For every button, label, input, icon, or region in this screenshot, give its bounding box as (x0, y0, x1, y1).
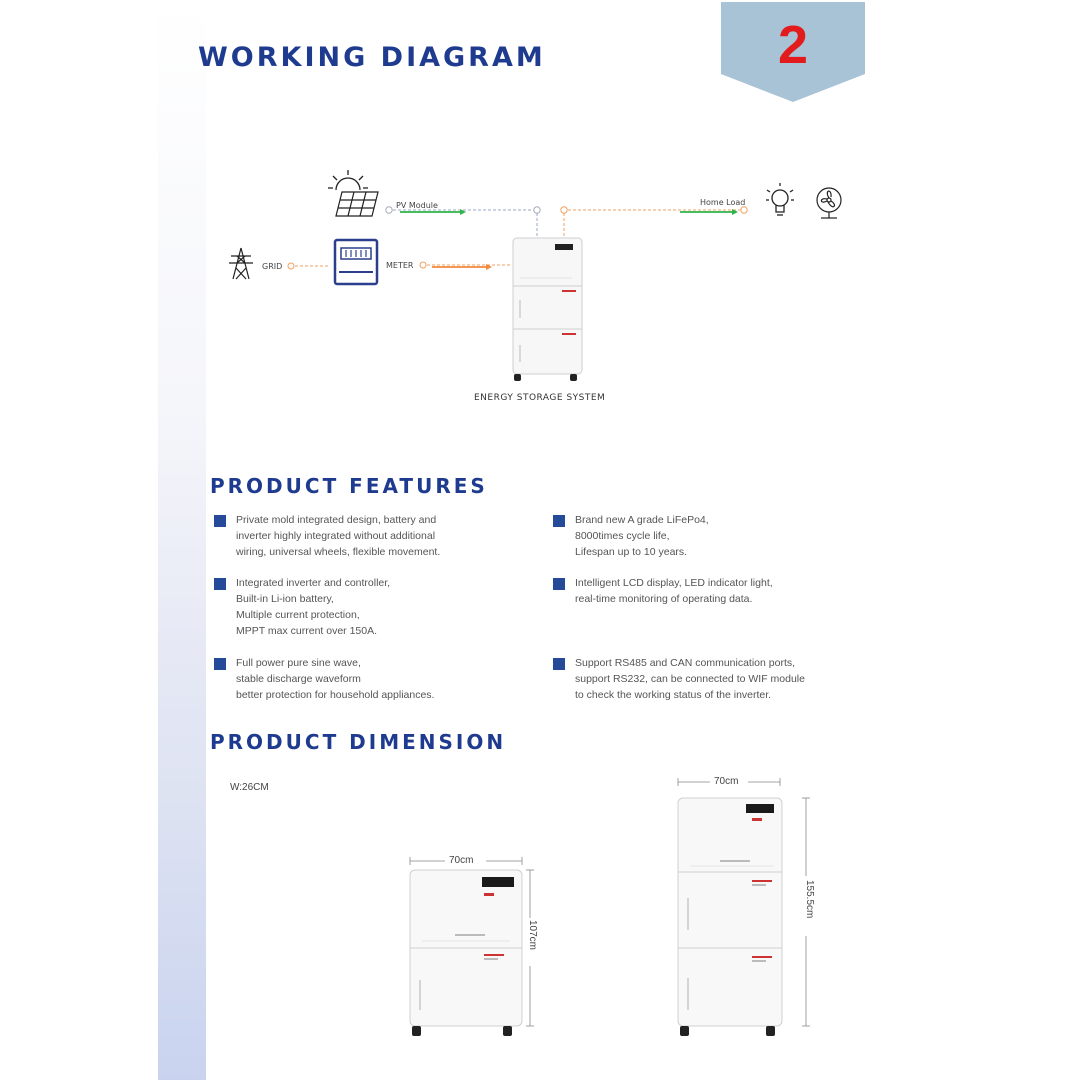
meter-connection-line (419, 261, 512, 270)
feature-item: Support RS485 and CAN communication port… (553, 655, 805, 703)
working-diagram: PV Module Home Load GRID METER ENERGY ST… (0, 0, 1080, 420)
small-unit-height-dimension (526, 869, 534, 1027)
meter-icon (333, 238, 379, 286)
feature-text: Private mold integrated design, battery … (236, 514, 441, 558)
large-unit-height-label: 155.5cm (804, 880, 815, 919)
diagram-canvas (229, 170, 842, 381)
light-bulb-icon (766, 183, 794, 216)
grid-label: GRID (262, 262, 283, 271)
grid-tower-icon (229, 247, 253, 280)
small-unit-height-label: 107cm (527, 920, 538, 951)
small-unit-illustration (409, 857, 534, 1036)
left-gradient-strip (158, 0, 206, 1080)
feature-text: Support RS485 and CAN communication port… (575, 657, 805, 701)
pv-connection-line (385, 206, 541, 238)
feature-item: Intelligent LCD display, LED indicator l… (553, 575, 773, 607)
product-features-title: PRODUCT FEATURES (210, 474, 488, 498)
bullet-square-icon (214, 578, 226, 590)
feature-item: Private mold integrated design, battery … (214, 512, 440, 560)
home-load-connection-line (560, 206, 748, 238)
large-unit-height-dimension (802, 797, 810, 1027)
home-load-label: Home Load (700, 198, 746, 207)
feature-item: Integrated inverter and controller, Buil… (214, 575, 390, 639)
feature-item: Brand new A grade LiFePo4, 8000times cyc… (553, 512, 709, 560)
meter-label: METER (386, 261, 414, 270)
bullet-square-icon (553, 658, 565, 670)
solar-panel-icon (335, 191, 379, 217)
large-unit-width-label: 70cm (714, 776, 739, 787)
feature-text: Intelligent LCD display, LED indicator l… (575, 577, 773, 605)
bullet-square-icon (214, 515, 226, 527)
working-diagram-title: WORKING DIAGRAM (198, 42, 546, 73)
small-cabinet (409, 869, 523, 1036)
pv-module-label: PV Module (396, 201, 438, 210)
large-unit-width-dimension (677, 778, 781, 786)
features-list: Private mold integrated design, battery … (214, 512, 864, 712)
large-cabinet (677, 797, 783, 1036)
bullet-square-icon (553, 578, 565, 590)
fan-icon (816, 187, 842, 219)
feature-text: Integrated inverter and controller, Buil… (236, 577, 391, 637)
feature-item: Full power pure sine wave, stable discha… (214, 655, 434, 703)
page-number: 2 (777, 15, 809, 75)
width-note: W:26CM (230, 782, 269, 793)
small-unit-width-label: 70cm (449, 855, 474, 866)
ess-caption: ENERGY STORAGE SYSTEM (474, 393, 606, 403)
small-unit-width-dimension (409, 857, 523, 865)
ess-cabinet (512, 237, 583, 381)
feature-text: Brand new A grade LiFePo4, 8000times cyc… (575, 514, 709, 558)
feature-text: Full power pure sine wave, stable discha… (236, 657, 435, 701)
product-dimension-title: PRODUCT DIMENSION (210, 730, 507, 754)
sun-icon (328, 170, 368, 191)
bullet-square-icon (214, 658, 226, 670)
bullet-square-icon (553, 515, 565, 527)
grid-connection-line (287, 262, 330, 270)
large-unit-illustration (677, 778, 810, 1036)
